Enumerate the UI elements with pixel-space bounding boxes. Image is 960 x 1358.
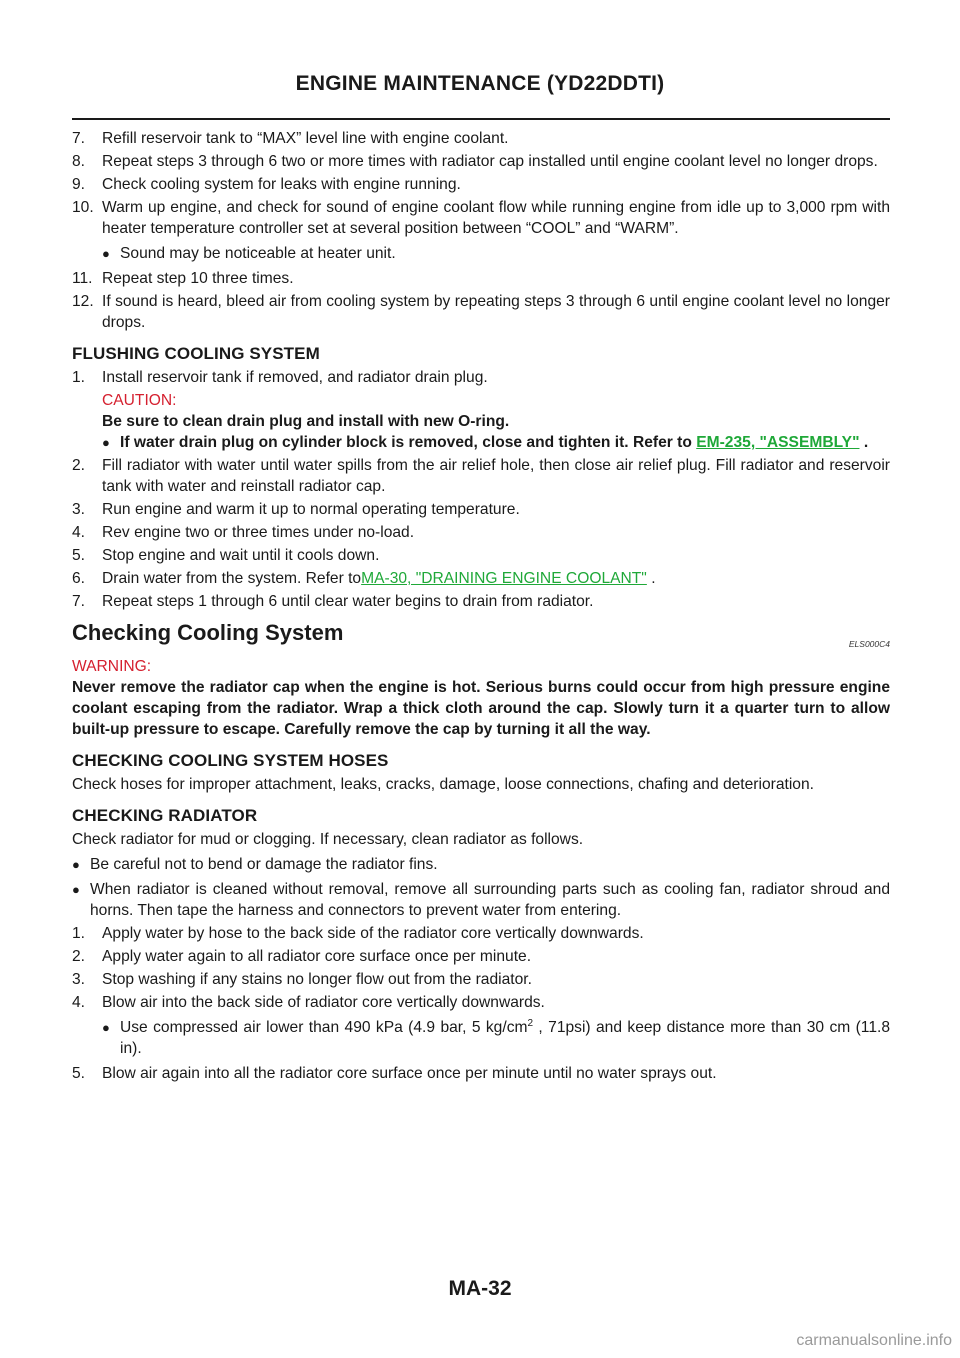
step-text: Check cooling system for leaks with engi… — [102, 176, 461, 193]
radiator-step-1: 1. Apply water by hose to the back side … — [72, 923, 890, 944]
bullet-text: When radiator is cleaned without removal… — [90, 881, 890, 919]
step-10: 10. Warm up engine, and check for sound … — [72, 197, 890, 239]
caution-text: Be sure to clean drain plug and install … — [102, 413, 510, 430]
step-8: 8. Repeat steps 3 through 6 two or more … — [72, 151, 890, 172]
superscript: 2 — [527, 1017, 534, 1029]
radiator-bullet-2: ● When radiator is cleaned without remov… — [72, 879, 890, 921]
radiator-bullet-1: ● Be careful not to bend or damage the r… — [72, 854, 890, 875]
bullet-icon: ● — [102, 1020, 110, 1035]
air-pressure-bullet: ● Use compressed air lower than 490 kPa … — [102, 1017, 890, 1059]
bullet-text: Use compressed air lower than 490 kPa (4… — [120, 1019, 528, 1036]
bullet-icon: ● — [72, 882, 80, 897]
step-number: 4. — [72, 524, 86, 541]
hoses-text: Check hoses for improper attachment, lea… — [72, 776, 814, 793]
header-divider — [72, 118, 890, 120]
step-text: Blow air again into all the radiator cor… — [102, 1065, 717, 1082]
main-heading-row: Checking Cooling System ELS000C4 — [72, 622, 890, 650]
step-12: 12. If sound is heard, bleed air from co… — [72, 291, 890, 333]
warning-text: Never remove the radiator cap when the e… — [72, 679, 890, 738]
step-number: 12. — [72, 293, 94, 310]
flush-step-3: 3. Run engine and warm it up to normal o… — [72, 499, 890, 520]
step-text: Blow air into the back side of radiator … — [102, 994, 545, 1011]
caution-bullet: ● If water drain plug on cylinder block … — [102, 432, 890, 453]
step-number: 1. — [72, 925, 86, 942]
step-text: Warm up engine, and check for sound of e… — [102, 199, 890, 237]
page-header-title: ENGINE MAINTENANCE (YD22DDTI) — [295, 72, 665, 95]
step-text: Run engine and warm it up to normal oper… — [102, 501, 520, 518]
step-9: 9. Check cooling system for leaks with e… — [72, 174, 890, 195]
radiator-step-5: 5. Blow air again into all the radiator … — [72, 1063, 890, 1084]
section-heading-radiator: CHECKING RADIATOR — [72, 806, 258, 825]
radiator-intro: Check radiator for mud or clogging. If n… — [72, 831, 584, 848]
step-number: 7. — [72, 593, 86, 610]
radiator-step-4: 4. Blow air into the back side of radiat… — [72, 992, 890, 1013]
step-number: 9. — [72, 176, 86, 193]
step-text: If sound is heard, bleed air from coolin… — [102, 293, 890, 331]
bullet-icon: ● — [72, 857, 80, 872]
step-number: 3. — [72, 501, 86, 518]
step-text: Stop engine and wait until it cools down… — [102, 547, 380, 564]
step-number: 4. — [72, 994, 86, 1011]
page-number: MA-32 — [448, 1277, 512, 1300]
step-text: Stop washing if any stains no longer flo… — [102, 971, 532, 988]
step-text: Install reservoir tank if removed, and r… — [102, 369, 488, 386]
step-text: Repeat steps 1 through 6 until clear wat… — [102, 593, 594, 610]
flush-step-5: 5. Stop engine and wait until it cools d… — [72, 545, 890, 566]
caution-bullet-end: . — [859, 434, 869, 451]
flush-step-2: 2. Fill radiator with water until water … — [72, 455, 890, 497]
bullet-icon: ● — [102, 435, 110, 450]
bullet-text: Sound may be noticeable at heater unit. — [120, 245, 396, 262]
caution-bullet-text: If water drain plug on cylinder block is… — [120, 434, 697, 451]
section-heading-hoses: CHECKING COOLING SYSTEM HOSES — [72, 751, 389, 770]
caution-block: CAUTION: Be sure to clean drain plug and… — [102, 390, 890, 453]
step-number: 1. — [72, 369, 86, 386]
step-text: Drain water from the system. Refer to — [102, 570, 362, 587]
radiator-step-3: 3. Stop washing if any stains no longer … — [72, 969, 890, 990]
bullet-icon: ● — [102, 246, 110, 261]
step-number: 2. — [72, 948, 86, 965]
watermark: carmanualsonline.info — [796, 1332, 952, 1349]
step-number: 6. — [72, 570, 86, 587]
flush-step-6: 6. Drain water from the system. Refer to… — [72, 568, 890, 589]
link-ma-30-draining[interactable]: MA-30, "DRAINING ENGINE COOLANT" — [361, 570, 647, 587]
link-em-235-assembly[interactable]: EM-235, "ASSEMBLY" — [696, 434, 860, 451]
step-number: 3. — [72, 971, 86, 988]
step-7: 7. Refill reservoir tank to “MAX” level … — [72, 128, 890, 149]
step-11: 11. Repeat step 10 three times. — [72, 268, 890, 289]
step-text: Repeat step 10 three times. — [102, 270, 294, 287]
flush-step-4: 4. Rev engine two or three times under n… — [72, 522, 890, 543]
step-number: 5. — [72, 1065, 86, 1082]
step-number: 11. — [72, 270, 93, 287]
step-text: Apply water again to all radiator core s… — [102, 948, 532, 965]
step-10-note: ● Sound may be noticeable at heater unit… — [102, 243, 890, 264]
step-text: Fill radiator with water until water spi… — [102, 457, 890, 495]
flush-step-7: 7. Repeat steps 1 through 6 until clear … — [72, 591, 890, 612]
step-number: 7. — [72, 130, 86, 147]
caution-label: CAUTION: — [102, 392, 177, 409]
step-text: Repeat steps 3 through 6 two or more tim… — [102, 153, 878, 170]
step-text: Refill reservoir tank to “MAX” level lin… — [102, 130, 509, 147]
step-number: 5. — [72, 547, 86, 564]
bullet-text: Be careful not to bend or damage the rad… — [90, 856, 438, 873]
page-content: 7. Refill reservoir tank to “MAX” level … — [72, 126, 890, 1086]
section-heading-flushing: FLUSHING COOLING SYSTEM — [72, 344, 320, 363]
step-number: 2. — [72, 457, 86, 474]
step-text: Apply water by hose to the back side of … — [102, 925, 644, 942]
step-text-end: . — [646, 570, 656, 587]
step-number: 8. — [72, 153, 86, 170]
step-number: 10. — [72, 199, 94, 216]
step-text: Rev engine two or three times under no-l… — [102, 524, 415, 541]
bullet-text-cont: , 71psi) and keep distance more than 30 … — [120, 1019, 890, 1057]
flush-step-1: 1. Install reservoir tank if removed, an… — [72, 367, 890, 388]
warning-label: WARNING: — [72, 658, 152, 675]
radiator-step-2: 2. Apply water again to all radiator cor… — [72, 946, 890, 967]
reference-code: ELS000C4 — [848, 639, 890, 649]
main-heading-checking: Checking Cooling System — [72, 620, 344, 645]
